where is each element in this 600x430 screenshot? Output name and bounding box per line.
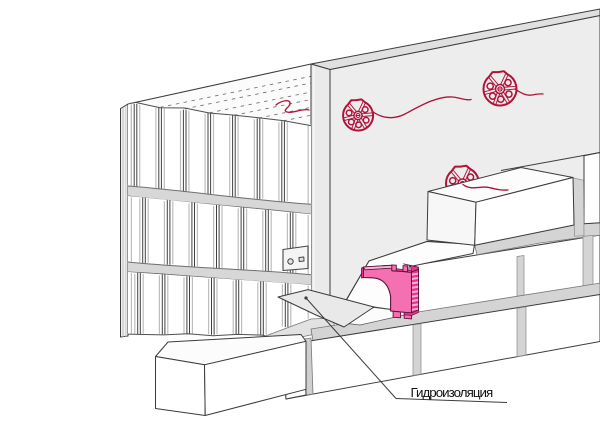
svg-text:Гидроизоляция: Гидроизоляция xyxy=(411,385,494,400)
